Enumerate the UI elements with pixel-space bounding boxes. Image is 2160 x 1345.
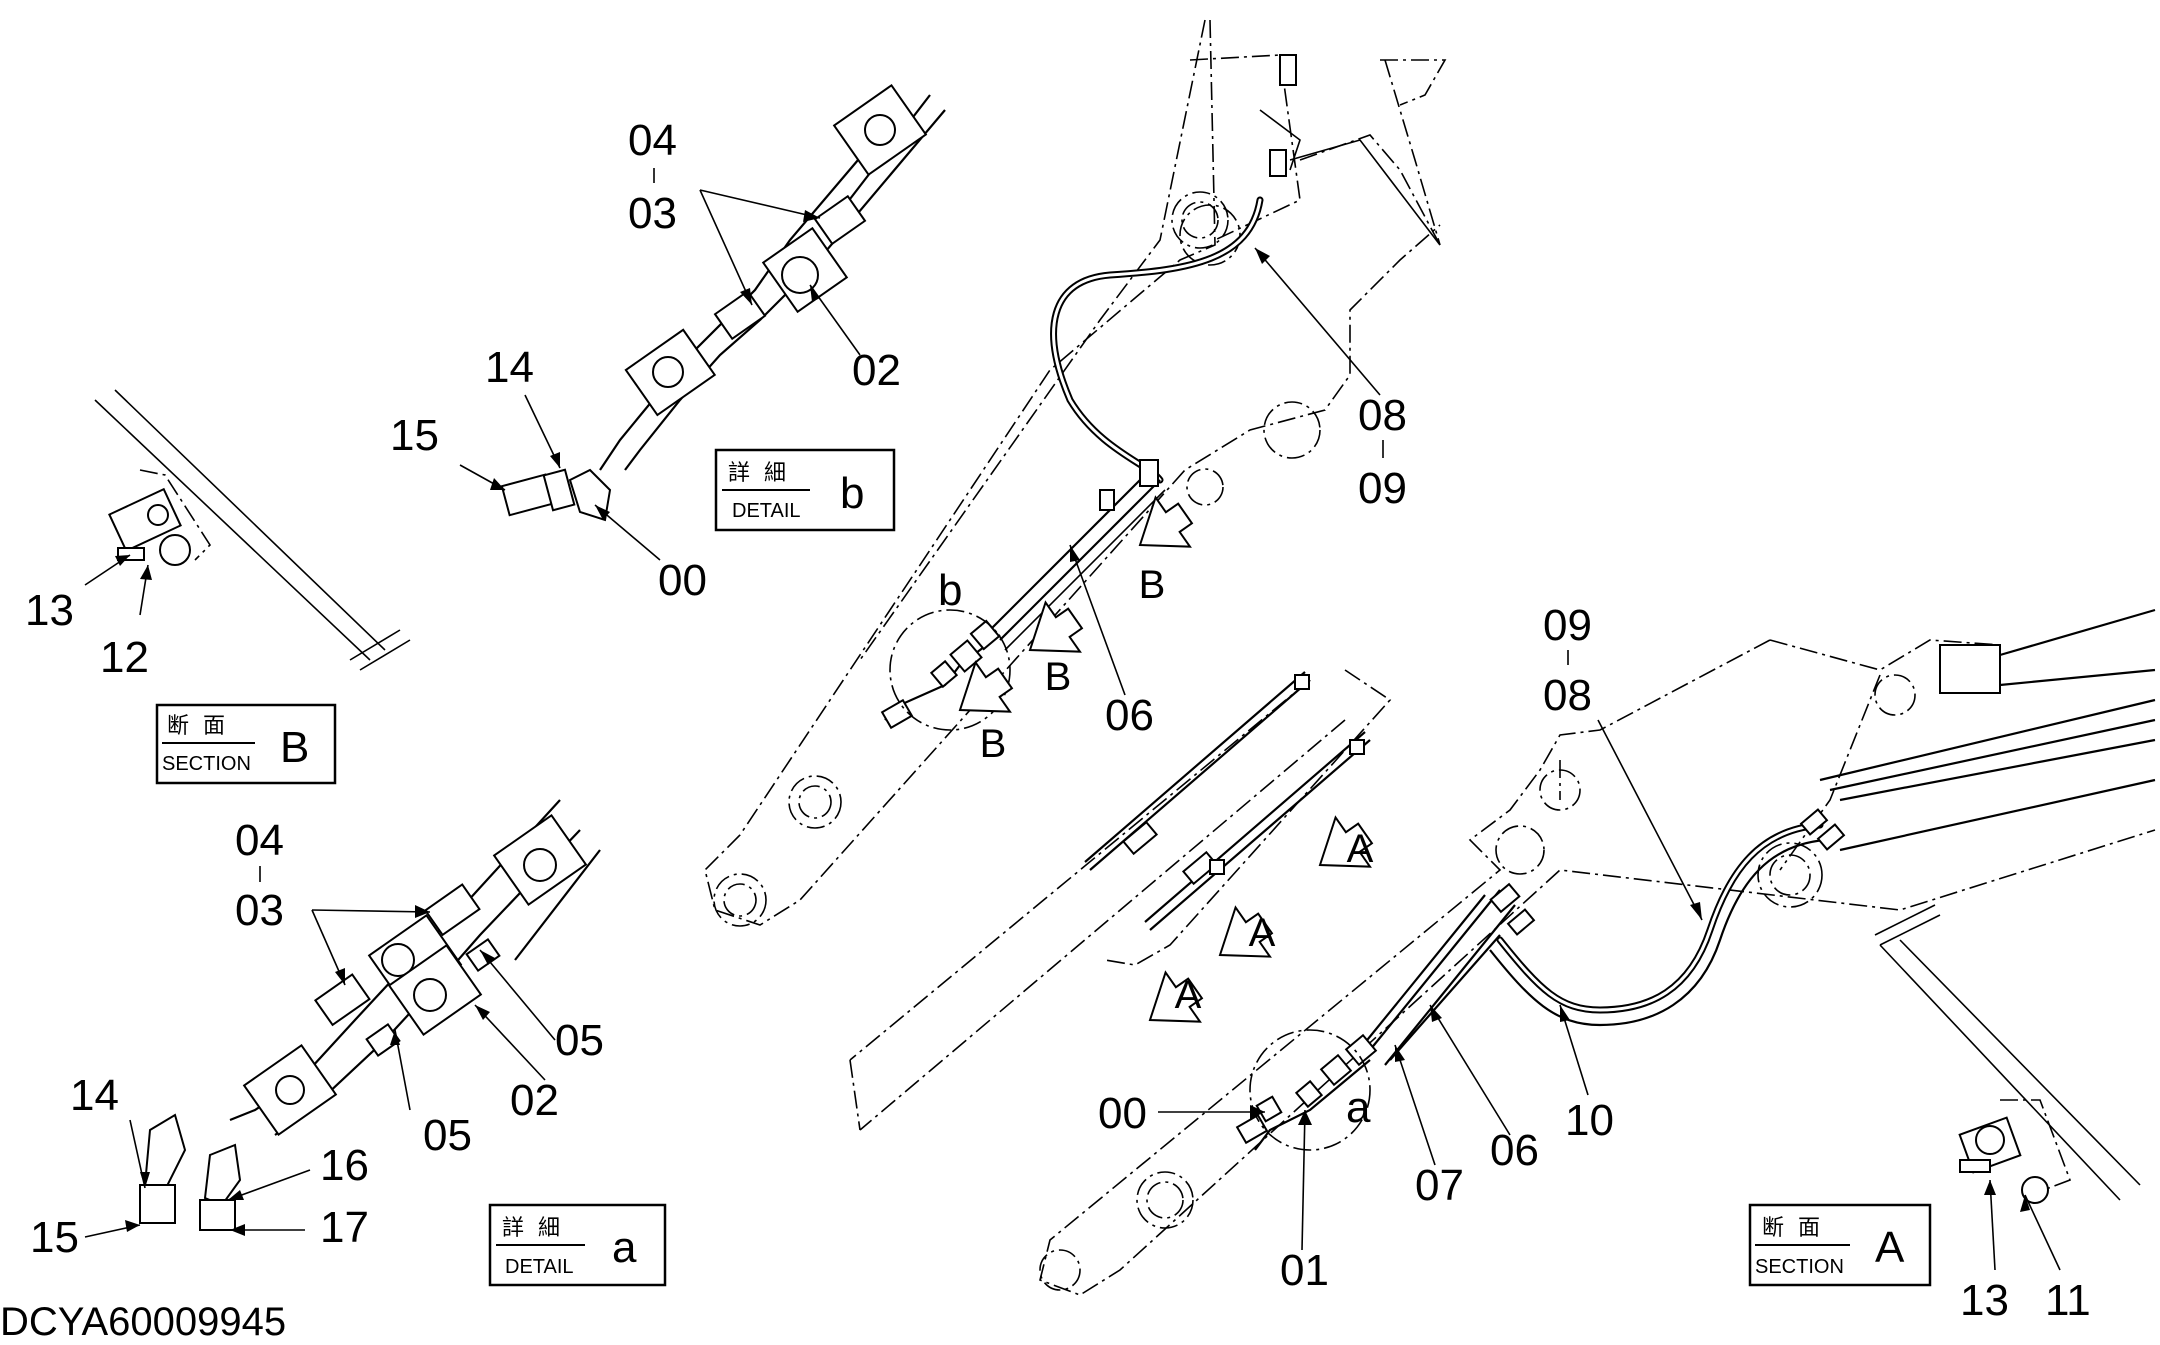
callout-15: 15: [390, 411, 439, 460]
callout-13: 13: [1960, 1276, 2009, 1325]
section-a-box: 断面 SECTION A: [1748, 1203, 1932, 1287]
svg-text:B: B: [1139, 563, 1166, 607]
detail-a-box: 詳細 DETAIL a: [488, 1203, 667, 1287]
svg-text:B: B: [280, 723, 309, 772]
svg-text:SECTION: SECTION: [1755, 1256, 1844, 1278]
callout-07: 07: [1415, 1161, 1464, 1210]
callout-09: 09: [1358, 464, 1407, 513]
callout-04: 04: [628, 116, 677, 165]
svg-text:a: a: [612, 1223, 637, 1272]
section-a-view: 13 11: [1874, 904, 2141, 1325]
svg-text:DETAIL: DETAIL: [505, 1256, 574, 1278]
callout-05: 05: [555, 1016, 604, 1065]
detail-a-view: 04 03 05 02 05 14 16 15 17: [30, 799, 604, 1262]
svg-text:A: A: [1249, 911, 1276, 955]
callout-02: 02: [852, 346, 901, 395]
svg-text:B: B: [980, 722, 1007, 766]
svg-text:A: A: [1175, 973, 1202, 1017]
view-arrow-b-group: B B B: [958, 495, 1194, 766]
callout-05: 05: [423, 1111, 472, 1160]
lower-arm-callouts: 09 08 00 a 01 07 06 10: [1098, 601, 1703, 1295]
detail-b-box: 詳細 DETAIL b: [714, 448, 896, 532]
callout-17: 17: [320, 1203, 369, 1252]
detail-b-view: 04 03 02 14 15 00: [390, 83, 946, 605]
callout-b: b: [938, 566, 962, 615]
callout-a: a: [1346, 1083, 1371, 1132]
svg-text:SECTION: SECTION: [162, 753, 251, 775]
callout-02: 02: [510, 1076, 559, 1125]
callout-12: 12: [100, 633, 149, 682]
callout-14: 14: [70, 1071, 119, 1120]
section-b-view: 13 12: [25, 389, 411, 682]
callout-09: 09: [1543, 601, 1592, 650]
section-b-box: 断面 SECTION B: [155, 703, 337, 785]
svg-text:断面: 断面: [167, 714, 239, 739]
callout-10: 10: [1565, 1096, 1614, 1145]
upper-boom-callouts: 08 09 b 06: [938, 247, 1407, 740]
callout-08: 08: [1543, 671, 1592, 720]
drawing-code: DCYA60009945: [0, 1300, 286, 1344]
middle-hose-section: A A A: [849, 669, 1392, 1131]
callout-03: 03: [628, 189, 677, 238]
callout-14: 14: [485, 343, 534, 392]
lower-arm-assembly: [1039, 608, 2156, 1296]
callout-04: 04: [235, 816, 284, 865]
callout-13: 13: [25, 586, 74, 635]
svg-text:A: A: [1347, 827, 1374, 871]
callout-06: 06: [1490, 1126, 1539, 1175]
svg-text:A: A: [1875, 1223, 1905, 1272]
callout-16: 16: [320, 1141, 369, 1190]
svg-text:b: b: [840, 469, 864, 518]
callout-01: 01: [1280, 1246, 1329, 1295]
callout-00: 00: [1098, 1089, 1147, 1138]
svg-text:詳細: 詳細: [502, 1216, 574, 1241]
svg-text:DETAIL: DETAIL: [732, 500, 801, 522]
callout-11: 11: [2045, 1276, 2091, 1325]
svg-text:B: B: [1045, 655, 1072, 699]
svg-text:詳細: 詳細: [728, 461, 800, 486]
svg-text:断面: 断面: [1762, 1216, 1834, 1241]
callout-03: 03: [235, 886, 284, 935]
callout-06: 06: [1105, 691, 1154, 740]
callout-15: 15: [30, 1213, 79, 1262]
callout-08: 08: [1358, 391, 1407, 440]
callout-00: 00: [658, 556, 707, 605]
